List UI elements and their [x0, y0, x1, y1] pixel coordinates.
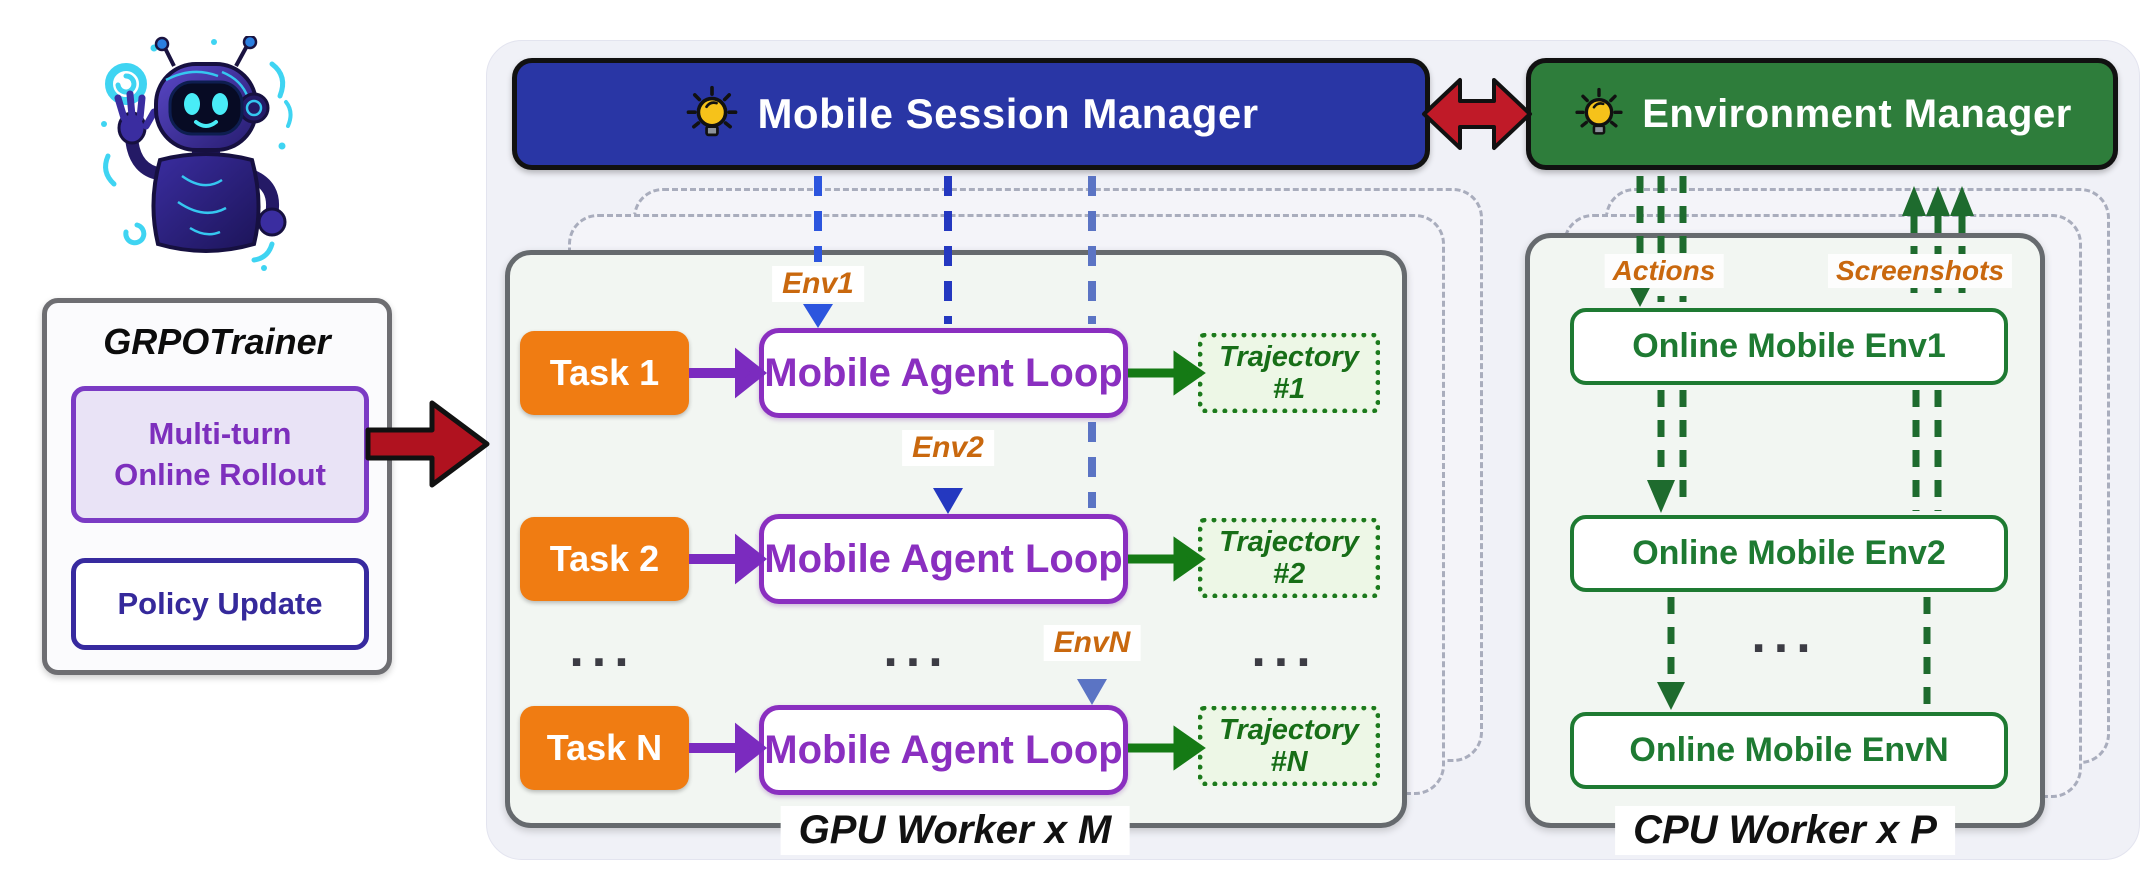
multi-turn-online-rollout-box: Multi-turn Online Rollout: [71, 386, 369, 523]
environment-manager-title: Environment Manager: [1642, 91, 2072, 136]
gpu-worker-label: GPU Worker x M: [780, 806, 1130, 855]
rollout-label-line1: Multi-turn: [148, 416, 292, 452]
trajectory-N-line1: Trajectory: [1219, 713, 1359, 746]
trajectory-1-line2: #1: [1272, 373, 1306, 405]
trajectory-N-box: Trajectory #N: [1198, 706, 1380, 786]
env1-label: Env1: [772, 266, 864, 302]
task-N-box: Task N: [520, 706, 689, 790]
trajectory-2-line1: Trajectory: [1219, 525, 1359, 558]
mobile-agent-loop-box-3: Mobile Agent Loop: [759, 705, 1128, 795]
trajectory-2-box: Trajectory #2: [1198, 518, 1380, 598]
mobile-session-manager-bar: Mobile Session Manager: [512, 58, 1430, 170]
online-mobile-env1-box: Online Mobile Env1: [1570, 308, 2008, 385]
rollout-label-line2: Online Rollout: [114, 456, 326, 492]
trajectory-N-line2: #N: [1270, 746, 1308, 778]
trajectory-1-box: Trajectory #1: [1198, 333, 1380, 413]
task-1-box: Task 1: [520, 331, 689, 415]
online-mobile-envN-box: Online Mobile EnvN: [1570, 712, 2008, 789]
gpu-ellipsis-middle: ...: [883, 619, 951, 678]
actions-label: Actions: [1604, 254, 1724, 288]
grpo-trainer-box: GRPOTrainer Multi-turn Online Rollout Po…: [42, 298, 392, 675]
policy-update-label: Policy Update: [117, 586, 323, 621]
robot-mascot: [101, 36, 293, 271]
policy-update-box: Policy Update: [71, 558, 369, 650]
trajectory-2-line2: #2: [1272, 558, 1306, 590]
cpu-ellipsis: ...: [1751, 605, 1819, 664]
envN-label: EnvN: [1043, 625, 1141, 661]
grpo-trainer-title: GRPOTrainer: [103, 321, 331, 362]
gpu-ellipsis-right: ...: [1251, 619, 1319, 678]
online-mobile-env2-box: Online Mobile Env2: [1570, 515, 2008, 592]
cpu-worker-label: CPU Worker x P: [1615, 806, 1955, 855]
gpu-ellipsis-left: ...: [569, 619, 637, 678]
robot-body: [114, 36, 287, 253]
screenshots-label: Screenshots: [1827, 254, 2013, 288]
mobile-session-manager-title: Mobile Session Manager: [757, 90, 1259, 137]
mobile-agent-loop-box-1: Mobile Agent Loop: [759, 328, 1128, 418]
environment-manager-bar: Environment Manager: [1526, 58, 2118, 170]
task-2-box: Task 2: [520, 517, 689, 601]
env2-label: Env2: [902, 430, 994, 466]
trajectory-1-line1: Trajectory: [1219, 340, 1359, 373]
lightbulb-icon: [1575, 87, 1623, 135]
mobile-agent-loop-box-2: Mobile Agent Loop: [759, 514, 1128, 604]
lightbulb-icon: [687, 85, 738, 137]
